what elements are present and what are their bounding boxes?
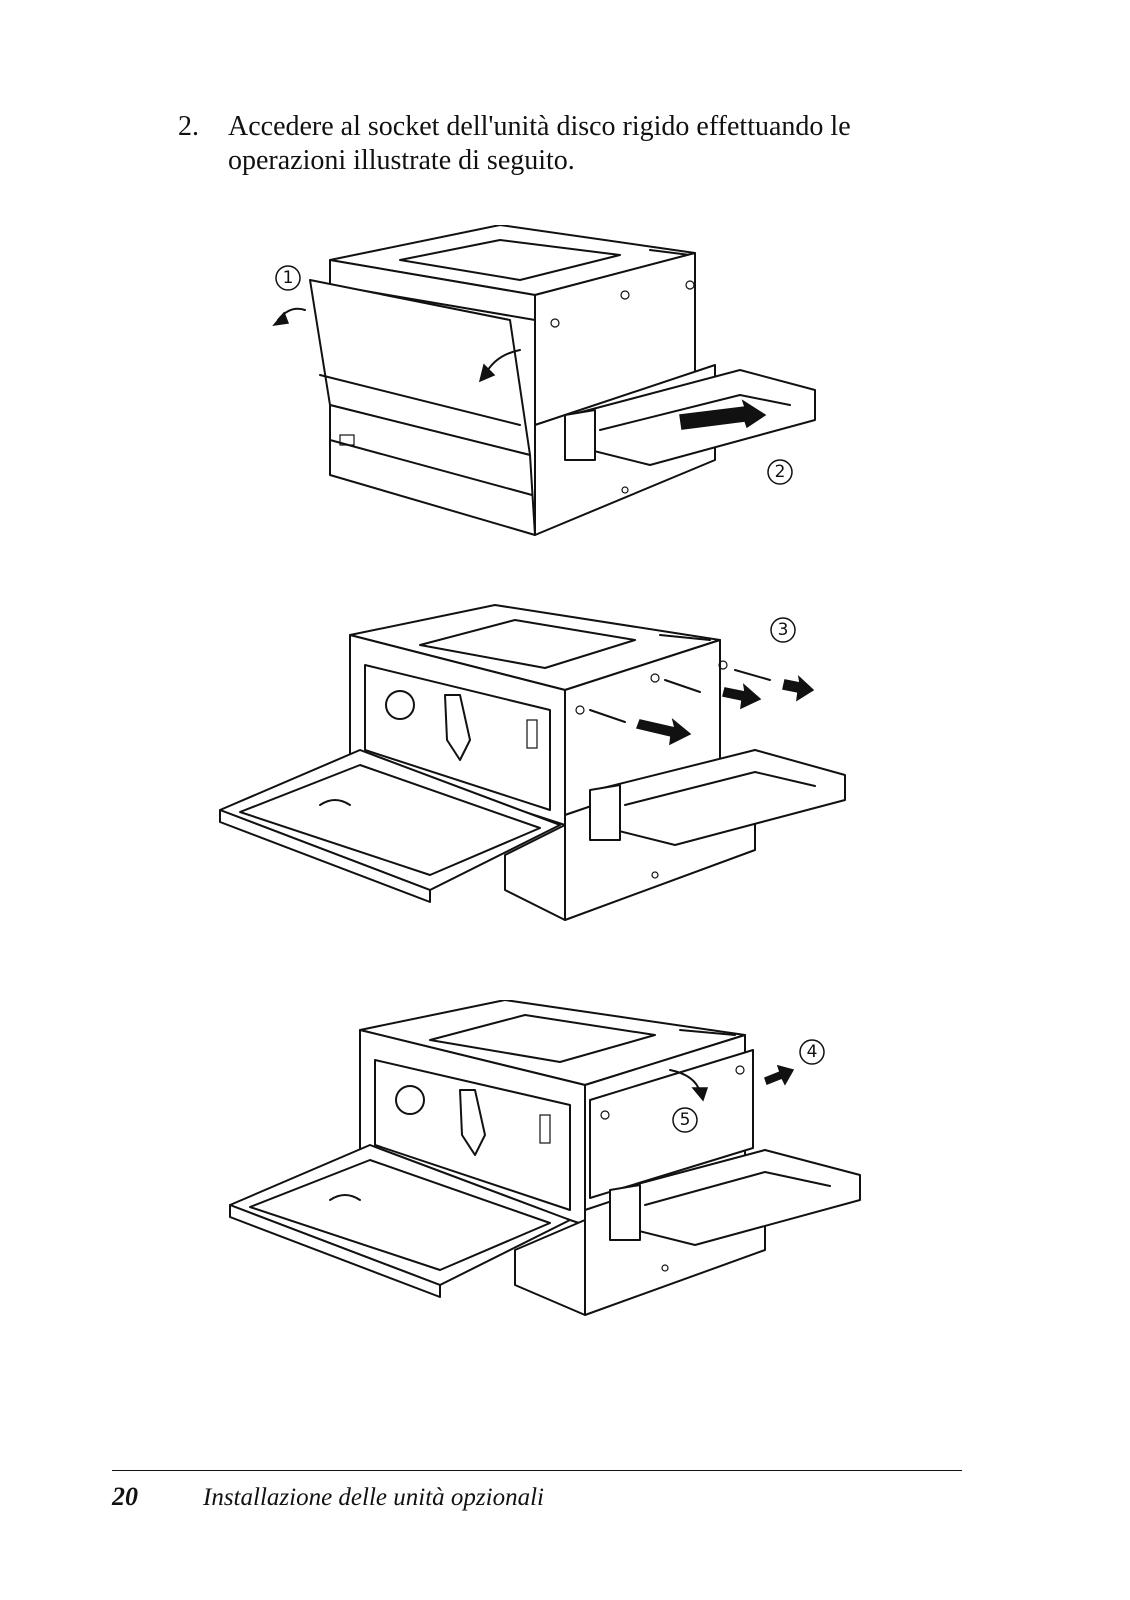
page-number: 20 xyxy=(112,1482,138,1511)
svg-text:2: 2 xyxy=(775,462,786,482)
figure-remove-screws: 3 xyxy=(215,600,875,950)
figure-remove-side-cover: 4 5 xyxy=(225,1000,885,1350)
running-title: Installazione delle unità opzionali xyxy=(203,1484,544,1511)
svg-text:5: 5 xyxy=(680,1110,691,1130)
svg-text:1: 1 xyxy=(283,268,294,288)
footer-rule xyxy=(112,1470,962,1471)
callout-3: 3 xyxy=(770,617,796,643)
figure-open-cover: 1 2 xyxy=(270,225,850,555)
step-text: Accedere al socket dell'unità disco rigi… xyxy=(228,111,851,176)
callout-5: 5 xyxy=(672,1107,698,1133)
callout-4: 4 xyxy=(799,1039,825,1065)
svg-text:3: 3 xyxy=(778,620,789,640)
step-number: 2. xyxy=(178,111,199,142)
callout-1: 1 xyxy=(275,265,301,291)
callout-2: 2 xyxy=(767,459,793,485)
svg-text:4: 4 xyxy=(807,1042,818,1062)
